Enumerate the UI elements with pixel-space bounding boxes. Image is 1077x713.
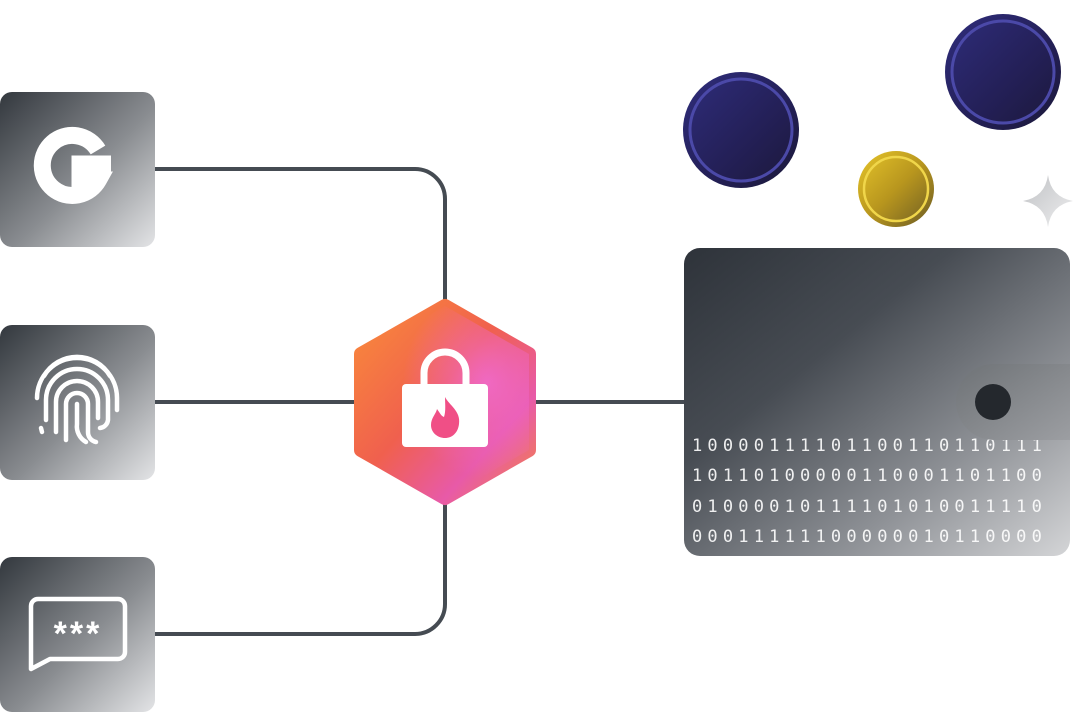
biometric-auth-tile: [0, 325, 155, 480]
passcode-auth-tile: ***: [0, 557, 155, 712]
wallet-clasp: [956, 364, 1070, 440]
wallet: 10000111101100110110111 1011010000011000…: [684, 248, 1070, 556]
google-g-icon: [33, 126, 113, 204]
password-chat-icon: ***: [28, 596, 128, 672]
wallet-body: [684, 248, 1070, 556]
connector-lines: [153, 167, 692, 636]
security-hub: [354, 299, 536, 505]
wallet-binary-pattern: 10000111101100110110111 1011010000011000…: [692, 436, 1047, 547]
lock-with-flame-icon: [402, 348, 488, 447]
coin-navy-right: [945, 14, 1061, 130]
binary-line: 00011111100000010110000: [692, 527, 1047, 547]
binary-line: 01000010111101010011110: [692, 497, 1047, 517]
connector-google-to-hub: [153, 167, 447, 322]
flame-icon: [431, 397, 460, 438]
coin-gold: [858, 151, 934, 227]
binary-line: 10110100000110001101100: [692, 466, 1047, 486]
connector-passcode-to-hub: [153, 488, 447, 636]
google-auth-tile: [0, 92, 155, 247]
passcode-mask: ***: [54, 615, 103, 653]
binary-line: 10000111101100110110111: [692, 436, 1047, 456]
wallet-clasp-button: [975, 384, 1011, 420]
sparkle-icon: [1023, 175, 1073, 227]
fingerprint-icon: [34, 354, 120, 445]
coin-navy-left: [683, 72, 799, 188]
